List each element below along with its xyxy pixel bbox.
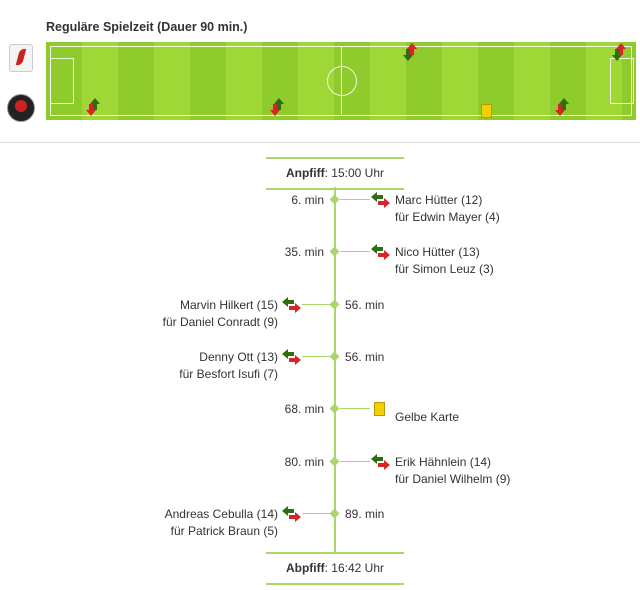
kickoff-label: Anpfiff [285, 166, 325, 180]
substitution-icon [371, 453, 391, 470]
timeline-event: 6. min Marc Hütter (12) für Edwin Mayer … [0, 192, 640, 232]
timeline-dot [329, 403, 340, 414]
final-label: Abpfiff [285, 561, 325, 575]
timeline-connector [302, 303, 332, 305]
timeline-dot [329, 456, 340, 466]
arrow-down-icon [402, 49, 413, 61]
center-circle [327, 66, 357, 96]
pitch-overview [46, 42, 636, 120]
timeline-connector [340, 251, 370, 253]
event-description: Nico Hütter (13) für Simon Leuz (3) [395, 244, 494, 278]
event-minute: 6. min [291, 193, 324, 207]
substitution-icon [282, 296, 302, 313]
event-line1: Andreas Cebulla (14) [164, 506, 278, 521]
pitch-yellow-card-icon[interactable] [480, 104, 492, 118]
event-minute: 56. min [345, 349, 385, 364]
event-line1: Gelbe Karte [395, 410, 460, 425]
arrow-down-icon [554, 104, 565, 116]
event-description: Denny Ott (13) für Besfort Isufi (7) [179, 349, 278, 383]
event-line2: für Edwin Mayer (4) [395, 210, 500, 224]
arrow-down-icon [611, 49, 622, 61]
timeline-event: 89. min Andreas Cebulla (14) für Patrick… [0, 505, 640, 546]
timeline-event: 56. min Marvin Hilkert (15) für Daniel C… [0, 296, 640, 337]
arrow-down-icon [86, 104, 96, 116]
timeline-event: 80. min Erik Hähnlein (14) für Daniel Wi… [0, 453, 640, 494]
final-time: : 16:42 Uhr [324, 561, 385, 575]
arrow-right-icon [289, 302, 301, 313]
event-line1: Marvin Hilkert (15) [179, 297, 278, 312]
arrow-up-icon [558, 98, 569, 110]
timeline-connector [302, 355, 332, 357]
home-team-logo[interactable] [9, 44, 33, 72]
arrow-right-icon [378, 198, 390, 208]
substitution-icon [282, 505, 302, 522]
event-line2: für Patrick Braun (5) [170, 523, 278, 538]
pitch-substitution-icon[interactable] [554, 98, 569, 116]
arrow-up-icon [273, 98, 284, 110]
arrow-up-icon [406, 43, 417, 55]
substitution-icon [371, 192, 391, 208]
event-minute: 68. min [284, 402, 324, 417]
arrow-right-icon [289, 354, 301, 365]
kickoff-time: : 15:00 Uhr [324, 166, 385, 180]
event-line2: für Daniel Wilhelm (9) [395, 471, 511, 486]
arrow-left-icon [371, 244, 383, 255]
timeline-dot [329, 194, 340, 205]
pitch-substitution-icon[interactable] [402, 43, 417, 61]
arrow-left-icon [282, 296, 294, 307]
event-line2: für Besfort Isufi (7) [179, 366, 278, 381]
arrow-left-icon [282, 348, 294, 359]
event-minute: 56. min [345, 297, 385, 312]
pitch-substitution-icon[interactable] [269, 98, 284, 116]
pitch-substitution-icon[interactable] [611, 43, 626, 61]
arrow-left-icon [371, 453, 383, 464]
event-description: Marc Hütter (12) für Edwin Mayer (4) [395, 192, 500, 226]
event-description: Marvin Hilkert (15) für Daniel Conradt (… [163, 297, 278, 331]
event-minute: 80. min [284, 454, 324, 469]
pitch-substitution-icon[interactable] [86, 98, 100, 116]
away-team-logo[interactable] [7, 94, 35, 122]
event-line2: für Daniel Conradt (9) [162, 314, 278, 329]
timeline-event: 35. min Nico Hütter (13) für Simon Leuz … [0, 244, 640, 284]
event-description: Gelbe Karte [395, 409, 459, 426]
left-penalty-area [50, 58, 74, 104]
event-line2: für Simon Leuz (3) [395, 262, 494, 277]
timeline-line [334, 187, 336, 553]
arrow-down-icon [269, 104, 280, 116]
substitution-icon [282, 348, 302, 365]
kickoff-box: Anpfiff: 15:00 Uhr [266, 157, 404, 190]
right-penalty-area [610, 58, 634, 104]
divider [0, 142, 640, 143]
event-description: Andreas Cebulla (14) für Patrick Braun (… [165, 506, 278, 540]
arrow-right-icon [289, 511, 301, 522]
final-whistle-box: Abpfiff: 16:42 Uhr [266, 552, 404, 585]
arrow-right-icon [378, 459, 390, 470]
arrow-right-icon [378, 250, 390, 261]
timeline-connector [340, 199, 370, 200]
timeline-event: 56. min Denny Ott (13) für Besfort Isufi… [0, 348, 640, 389]
event-minute: 35. min [284, 245, 324, 260]
timeline-connector [340, 408, 370, 410]
timeline-connector [302, 512, 332, 514]
substitution-icon [371, 244, 391, 261]
yellow-card-icon [374, 402, 385, 417]
event-line1: Erik Hähnlein (14) [395, 454, 492, 469]
arrow-up-icon [615, 43, 626, 55]
arrow-left-icon [371, 192, 383, 202]
event-description: Erik Hähnlein (14) für Daniel Wilhelm (9… [395, 454, 510, 488]
timeline-dot [329, 246, 340, 257]
event-line1: Marc Hütter (12) [395, 193, 483, 207]
timeline-event: 68. min Gelbe Karte [0, 401, 640, 441]
event-line1: Denny Ott (13) [199, 349, 278, 364]
arrow-left-icon [282, 505, 294, 516]
timeline-connector [340, 460, 370, 462]
arrow-up-icon [90, 98, 100, 110]
event-minute: 89. min [345, 506, 385, 521]
section-title: Reguläre Spielzeit (Dauer 90 min.) [46, 20, 248, 34]
event-line1: Nico Hütter (13) [395, 245, 480, 260]
